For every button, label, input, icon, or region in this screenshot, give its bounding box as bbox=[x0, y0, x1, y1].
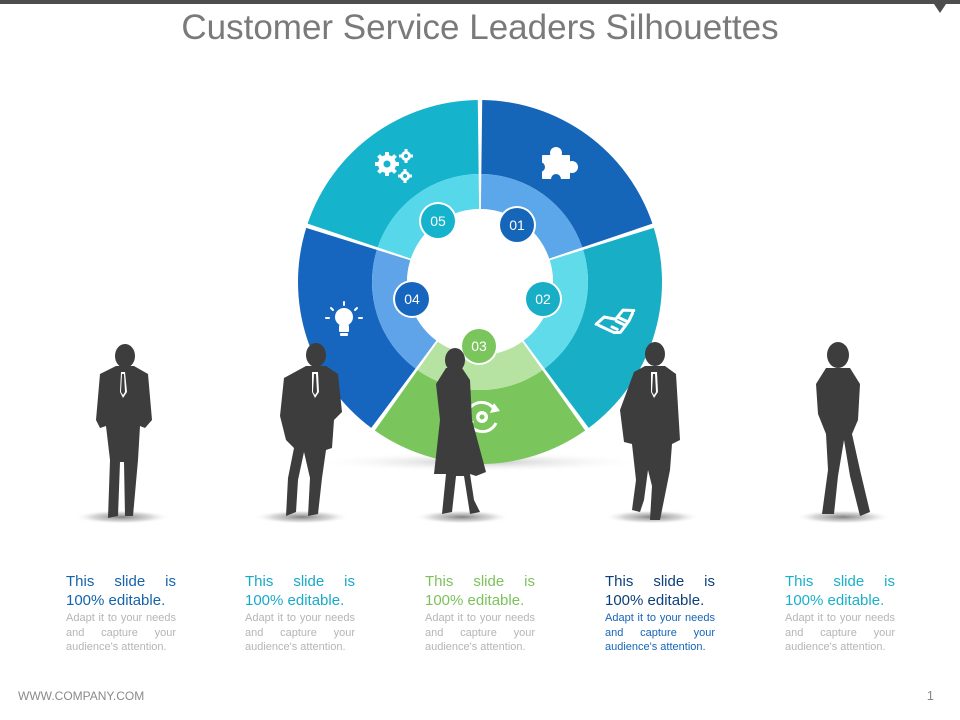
segment-number-04: 04 bbox=[404, 291, 420, 307]
silhouette-man-walking bbox=[280, 343, 342, 516]
segment-number-03: 03 bbox=[471, 338, 487, 354]
segment-badge-05: 05 bbox=[419, 202, 457, 240]
card-heading: This slide is 100% editable. bbox=[425, 573, 535, 609]
card-body: Adapt it to your needs and capture your … bbox=[605, 612, 715, 653]
segment-icons bbox=[325, 147, 636, 434]
top-bar bbox=[0, 0, 960, 4]
card-body: Adapt it to your needs and capture your … bbox=[66, 612, 176, 653]
segment-badge-02: 02 bbox=[524, 280, 562, 318]
puzzle-icon bbox=[535, 147, 578, 184]
text-card-1: This slide is 100% editable.Adapt it to … bbox=[66, 572, 176, 655]
silhouette-woman-dress bbox=[434, 348, 486, 514]
card-heading: This slide is 100% editable. bbox=[245, 573, 355, 609]
segment-badge-03: 03 bbox=[460, 327, 498, 365]
segment-badges: 01 02 03 04 05 bbox=[393, 202, 562, 365]
silhouette-man-walking-right bbox=[620, 342, 680, 520]
segment-number-02: 02 bbox=[535, 291, 551, 307]
silhouette-woman-pants bbox=[816, 342, 870, 516]
segment-number-05: 05 bbox=[430, 213, 446, 229]
card-body: Adapt it to your needs and capture your … bbox=[245, 612, 355, 653]
text-card-5: This slide is 100% editable.Adapt it to … bbox=[785, 572, 895, 655]
text-card-2: This slide is 100% editable.Adapt it to … bbox=[245, 572, 355, 655]
ring-center bbox=[407, 209, 553, 355]
handshake-icon bbox=[594, 308, 636, 335]
card-heading: This slide is 100% editable. bbox=[605, 573, 715, 609]
silhouette-man-standing bbox=[96, 344, 152, 518]
card-body: Adapt it to your needs and capture your … bbox=[425, 612, 535, 653]
segment-badge-01: 01 bbox=[498, 206, 536, 244]
segment-number-01: 01 bbox=[509, 217, 525, 233]
ring-segment-05 bbox=[307, 100, 479, 248]
gears-icon bbox=[375, 149, 413, 183]
segment-badge-04: 04 bbox=[393, 280, 431, 318]
slide-title: Customer Service Leaders Silhouettes bbox=[181, 8, 779, 47]
text-card-3: This slide is 100% editable.Adapt it to … bbox=[425, 572, 535, 655]
footer-website: WWW.COMPANY.COM bbox=[18, 689, 145, 703]
text-card-4: This slide is 100% editable.Adapt it to … bbox=[605, 572, 715, 655]
figure-shadows bbox=[74, 510, 891, 524]
page-number: 1 bbox=[926, 688, 934, 703]
card-body: Adapt it to your needs and capture your … bbox=[785, 612, 895, 653]
card-heading: This slide is 100% editable. bbox=[66, 573, 176, 609]
card-heading: This slide is 100% editable. bbox=[785, 573, 895, 609]
corner-tab bbox=[934, 4, 946, 13]
lightbulb-icon bbox=[325, 301, 363, 336]
